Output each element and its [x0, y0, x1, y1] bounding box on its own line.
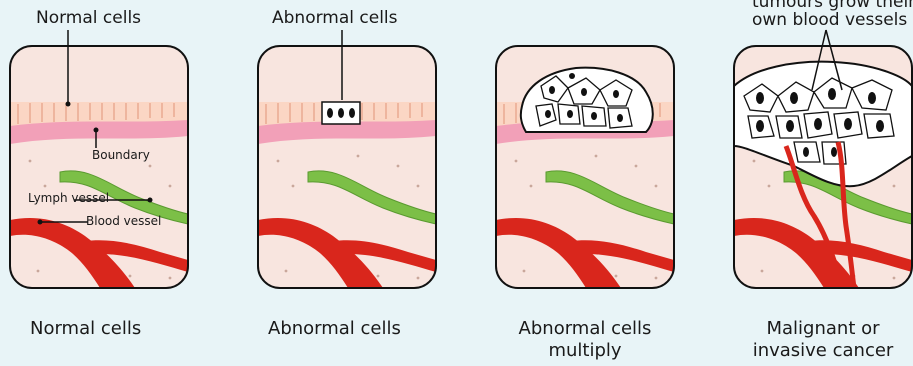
annotation-boundary: Boundary — [92, 148, 150, 162]
caption-invasive-line2: invasive cancer — [734, 340, 912, 361]
panel-invasive — [734, 30, 912, 288]
caption-multiply-line1: Abnormal cells — [504, 318, 666, 339]
caption-invasive-line1: Malignant or — [734, 318, 912, 339]
annotation-lymph-vessel: Lymph vessel — [28, 191, 109, 205]
annotation-blood-vessel: Blood vessel — [86, 214, 161, 228]
top-label-tumour-line2: own blood vessels — [752, 10, 907, 30]
caption-multiply-line2: multiply — [504, 340, 666, 361]
caption-normal: Normal cells — [30, 318, 141, 339]
top-label-abnormal: Abnormal cells — [272, 8, 398, 28]
panel-abnormal — [258, 30, 436, 288]
top-label-normal: Normal cells — [36, 8, 141, 28]
caption-abnormal: Abnormal cells — [268, 318, 401, 339]
panel-multiply — [496, 46, 674, 288]
